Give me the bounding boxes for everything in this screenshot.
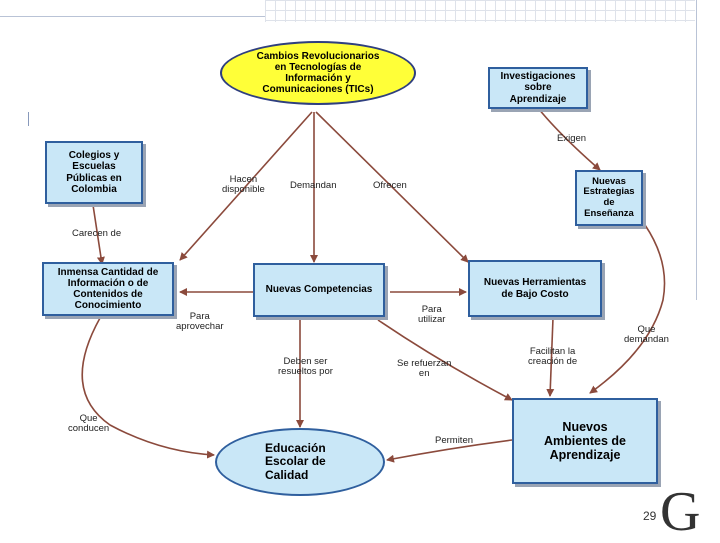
link-se-refuerzan — [377, 319, 513, 401]
node-inmensa-cantidad: Inmensa Cantidad de Información o de Con… — [42, 262, 174, 316]
link-que-conducen — [81, 317, 215, 459]
node-investigaciones: Investigaciones sobre Aprendizaje — [488, 67, 588, 109]
link-carecen-de — [92, 204, 105, 265]
node-colegios: Colegios y Escuelas Públicas en Colombia — [45, 141, 143, 204]
link-permiten — [386, 439, 513, 463]
decorative-line — [696, 0, 697, 300]
node-nuevos-ambientes: Nuevos Ambientes de Aprendizaje — [512, 398, 658, 484]
node-cambios-tics: Cambios Revolucionarios en Tecnologías d… — [220, 41, 416, 105]
label-carecen-de: Carecen de — [72, 228, 122, 239]
label-exigen: Exigen — [557, 133, 587, 144]
label-que-conducen: Que conducen — [68, 413, 110, 435]
link-que-demandan — [589, 224, 666, 394]
link-exigen — [537, 107, 601, 171]
label-demandan: Demandan — [290, 180, 337, 191]
label-ofrecen: Ofrecen — [373, 180, 407, 191]
node-educacion-escolar: Educación Escolar de Calidad — [215, 428, 385, 496]
label-que-demandan: Que demandan — [624, 324, 669, 346]
side-mark — [28, 112, 39, 126]
node-nuevas-estrategias: Nuevas Estrategias de Enseñanza — [575, 170, 643, 226]
page-number: 29 — [643, 509, 657, 523]
label-permiten: Permiten — [435, 435, 474, 446]
label-deben-ser: Deben ser resueltos por — [278, 356, 333, 378]
label-se-refuerzan: Se refuerzan en — [397, 358, 452, 380]
label-hacen-disponible: Hacen disponible — [222, 174, 265, 196]
label-para-aprovechar: Para aprovechar — [176, 311, 224, 333]
decorative-grid — [265, 0, 695, 22]
label-facilitan: Facilitan la creación de — [528, 346, 578, 368]
link-facilitan — [546, 317, 555, 397]
node-nuevas-herramientas: Nuevas Herramientas de Bajo Costo — [468, 260, 602, 317]
link-hacen-disponible — [179, 111, 313, 261]
decorative-line — [0, 16, 265, 17]
label-para-utilizar: Para utilizar — [418, 304, 446, 326]
logo: G — [660, 481, 701, 543]
link-ofrecen — [315, 111, 469, 263]
node-nuevas-competencias: Nuevas Competencias — [253, 263, 385, 317]
